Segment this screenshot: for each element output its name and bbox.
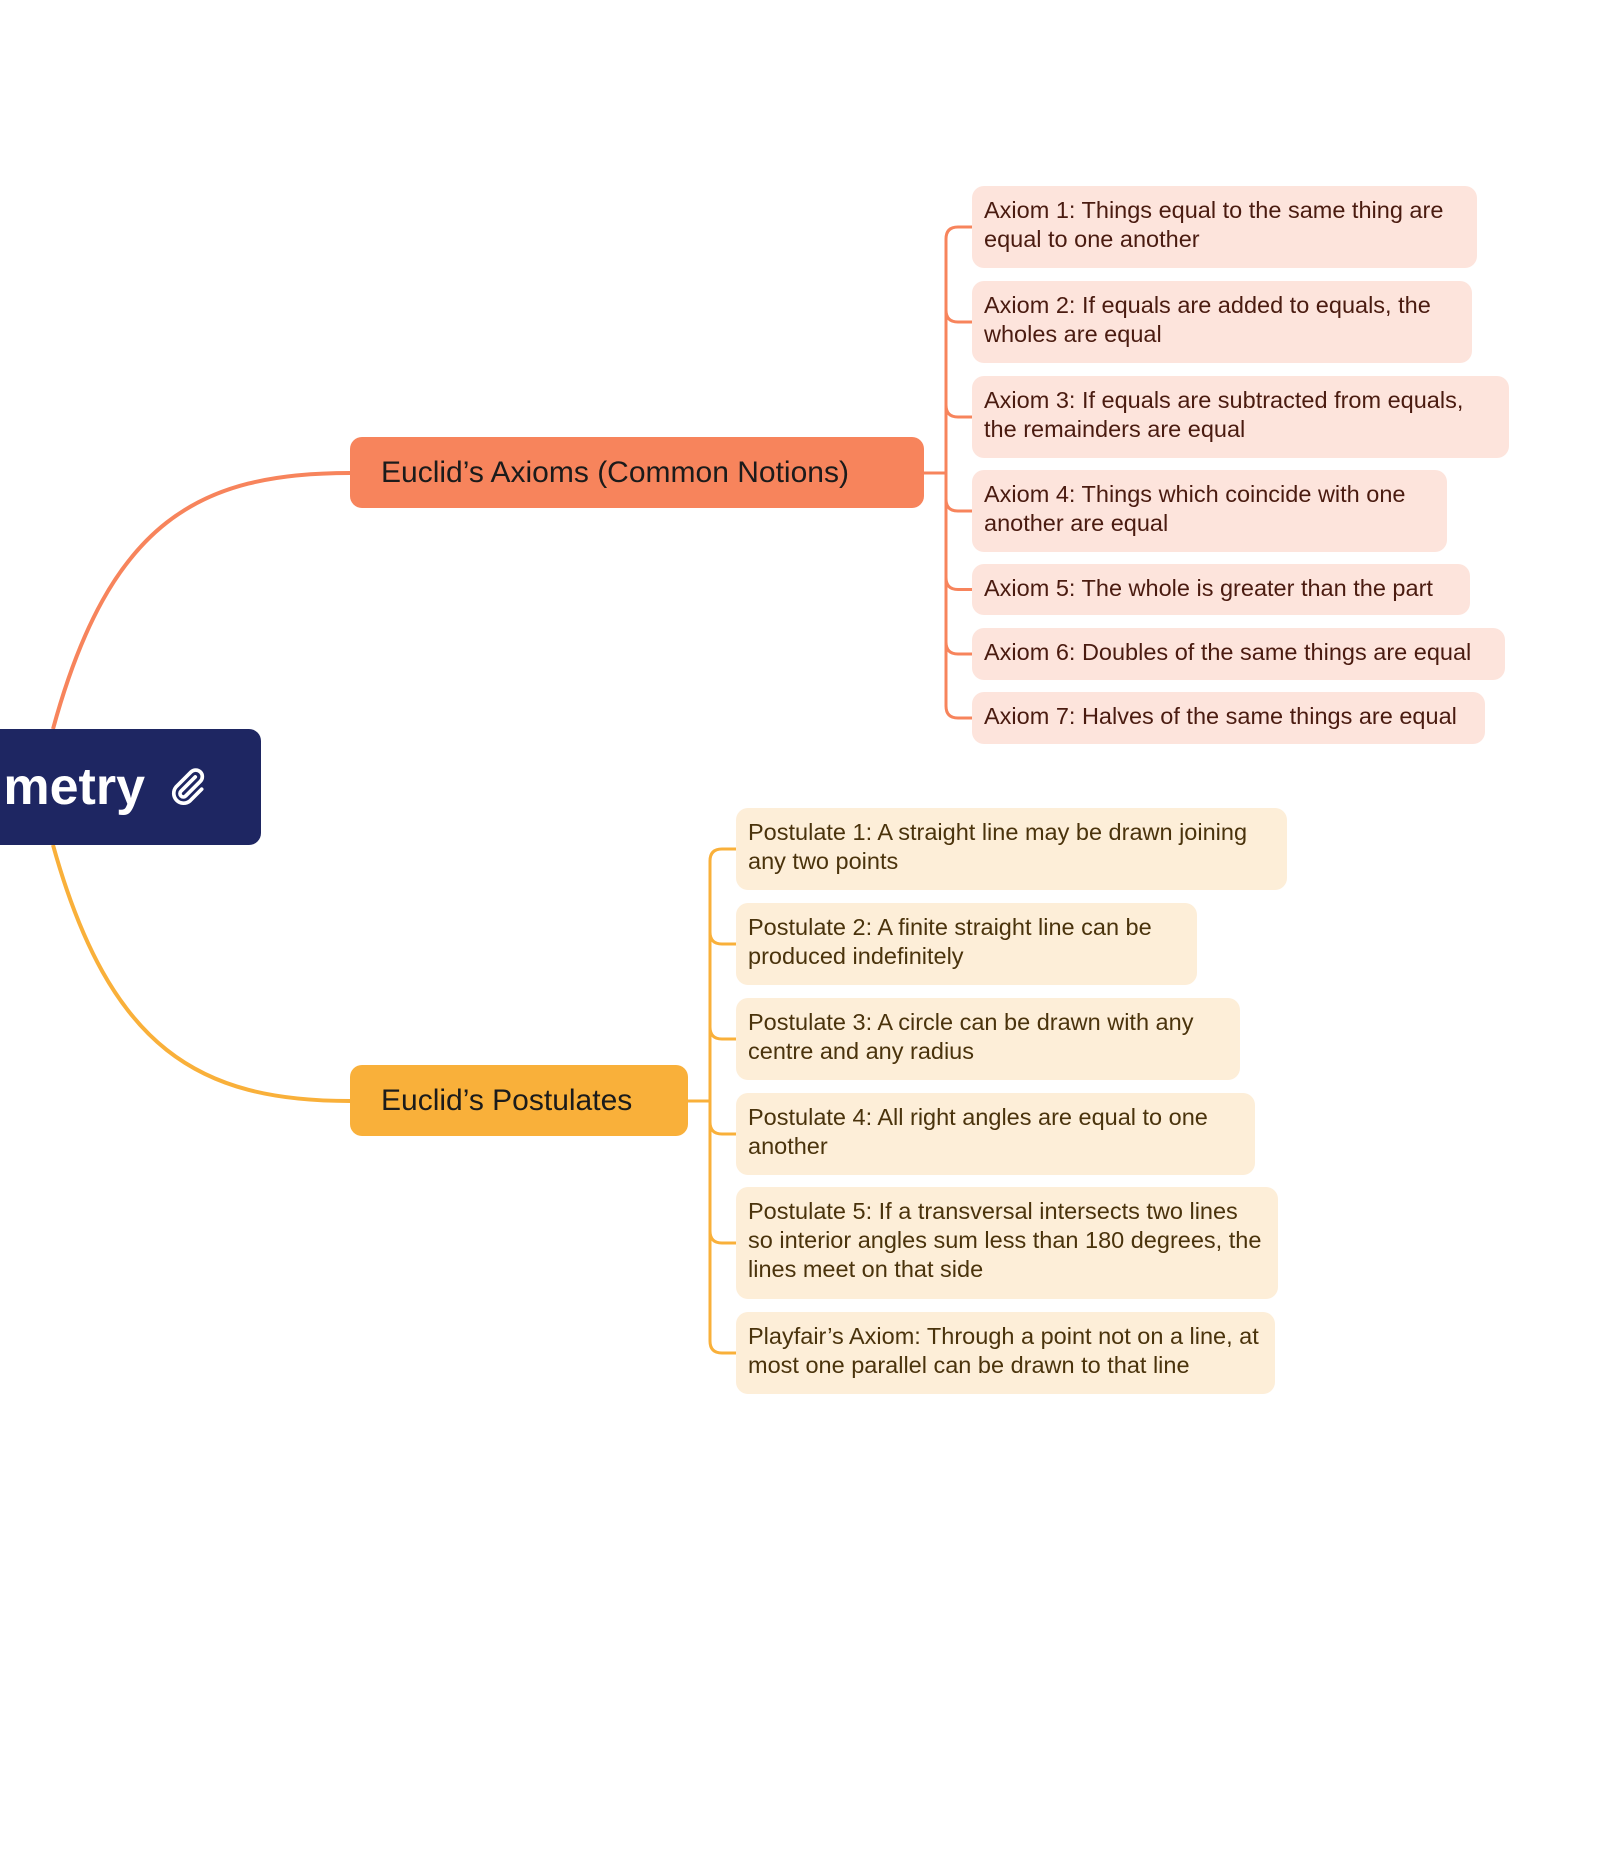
- branch-line: [708, 847, 736, 862]
- axiom-node[interactable]: Axiom 1: Things equal to the same thing …: [972, 186, 1477, 268]
- central-topic[interactable]: metry: [0, 729, 261, 845]
- topic-euclids-postulates[interactable]: Euclid’s Postulates: [350, 1065, 688, 1136]
- axiom-node[interactable]: Axiom 4: Things which coincide with one …: [972, 470, 1447, 552]
- branch-line: [708, 1026, 736, 1041]
- postulate-node[interactable]: Playfair’s Axiom: Through a point not on…: [736, 1312, 1275, 1394]
- postulate-node[interactable]: Postulate 2: A finite straight line can …: [736, 903, 1197, 985]
- postulate-node[interactable]: Postulate 5: If a transversal intersects…: [736, 1187, 1278, 1299]
- branch-line: [708, 931, 736, 946]
- branch-line: [944, 705, 972, 720]
- central-topic-label: metry: [3, 758, 145, 816]
- axiom-node[interactable]: Axiom 5: The whole is greater than the p…: [972, 564, 1470, 615]
- topic-label: Euclid’s Postulates: [381, 1083, 633, 1117]
- topic-label: Euclid’s Axioms (Common Notions): [381, 455, 849, 489]
- axiom-node[interactable]: Axiom 7: Halves of the same things are e…: [972, 692, 1485, 744]
- postulate-node[interactable]: Postulate 4: All right angles are equal …: [736, 1093, 1255, 1175]
- branch-line: [944, 577, 972, 591]
- branch-line: [708, 1340, 736, 1355]
- topic-euclids-axioms[interactable]: Euclid’s Axioms (Common Notions): [350, 437, 924, 508]
- axiom-node[interactable]: Axiom 6: Doubles of the same things are …: [972, 628, 1505, 680]
- branch-line: [944, 309, 972, 324]
- link-central-postulates: [51, 844, 351, 1103]
- axiom-branch-lines: [924, 225, 972, 720]
- postulate-node[interactable]: Postulate 3: A circle can be drawn with …: [736, 998, 1240, 1080]
- branch-line: [944, 404, 972, 419]
- axiom-node[interactable]: Axiom 3: If equals are subtracted from e…: [972, 376, 1509, 458]
- axiom-node[interactable]: Axiom 2: If equals are added to equals, …: [972, 281, 1472, 363]
- branch-line: [708, 1230, 736, 1245]
- postulate-branch-lines: [688, 847, 736, 1355]
- branch-line: [944, 498, 972, 513]
- branch-line: [944, 641, 972, 656]
- link-central-axioms: [51, 471, 351, 730]
- branch-line: [944, 225, 972, 240]
- postulate-node[interactable]: Postulate 1: A straight line may be draw…: [736, 808, 1287, 890]
- paperclip-icon[interactable]: [165, 763, 209, 811]
- branch-line: [708, 1121, 736, 1136]
